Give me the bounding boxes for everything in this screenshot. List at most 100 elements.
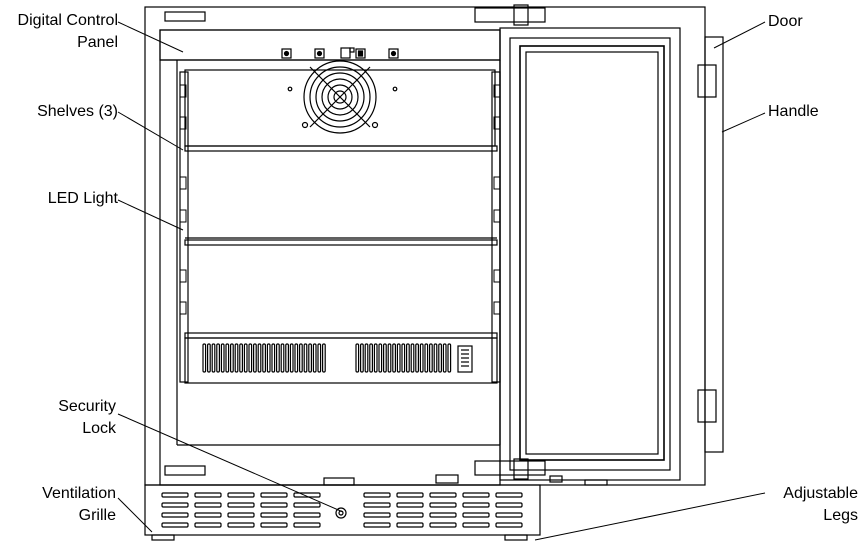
slot	[253, 343, 257, 373]
slot	[355, 343, 360, 373]
slot	[383, 343, 387, 373]
slot	[207, 343, 211, 373]
slot	[227, 522, 255, 528]
slot	[424, 343, 429, 373]
led-light-box	[184, 337, 498, 384]
slot	[161, 502, 189, 508]
slot	[317, 343, 322, 373]
label-ventilation-grille: Ventilation Grille	[0, 483, 116, 527]
label-line: Door	[768, 13, 803, 30]
slot	[429, 343, 433, 373]
label-handle: Handle	[768, 101, 819, 123]
slot	[462, 512, 490, 518]
slot	[234, 343, 239, 373]
slot	[495, 492, 523, 498]
slot	[266, 343, 271, 373]
slot	[462, 522, 490, 528]
slot	[429, 502, 457, 508]
shelf	[184, 145, 498, 152]
slot	[161, 492, 189, 498]
label-door: Door	[768, 11, 803, 33]
slot	[396, 502, 424, 508]
slot	[227, 502, 255, 508]
slot	[462, 492, 490, 498]
slot	[363, 492, 391, 498]
shelves	[184, 145, 498, 339]
label-line: Legs	[823, 507, 858, 524]
leg	[504, 534, 528, 541]
slot	[429, 492, 457, 498]
slot	[211, 343, 216, 373]
shelf-rails	[179, 71, 501, 383]
fan-icon	[287, 60, 398, 134]
label-line: Security	[58, 398, 116, 415]
slot	[227, 492, 255, 498]
leg	[151, 534, 175, 541]
fan-housing	[184, 60, 496, 147]
slot	[410, 343, 415, 373]
slot	[373, 343, 378, 373]
slot	[429, 512, 457, 518]
slot	[260, 512, 288, 518]
slot	[419, 343, 424, 373]
slot	[294, 343, 299, 373]
label-digital-control-panel: Digital Control Panel	[0, 10, 118, 54]
slot	[406, 343, 410, 373]
slot	[387, 343, 392, 373]
slot	[415, 343, 419, 373]
shelf	[184, 239, 498, 246]
slot	[429, 522, 457, 528]
label-adjustable-legs: Adjustable Legs	[766, 483, 858, 527]
slot	[378, 343, 383, 373]
digital-control-panel	[159, 29, 501, 61]
slot	[194, 492, 222, 498]
slot	[161, 522, 189, 528]
slot	[299, 343, 303, 373]
label-line: Grille	[78, 507, 116, 524]
slot	[363, 512, 391, 518]
slot	[262, 343, 266, 373]
label-line: Digital Control	[17, 12, 118, 29]
slot	[433, 343, 438, 373]
slot	[194, 502, 222, 508]
slot	[396, 343, 401, 373]
slot	[260, 492, 288, 498]
slot	[369, 343, 373, 373]
slot	[220, 343, 225, 373]
label-line: Panel	[77, 34, 118, 51]
slot	[360, 343, 364, 373]
slot	[293, 522, 321, 528]
slot	[363, 502, 391, 508]
slot	[392, 343, 396, 373]
slot	[216, 343, 221, 373]
slot	[495, 502, 523, 508]
slot	[257, 343, 262, 373]
slot	[285, 343, 289, 373]
slot	[227, 512, 255, 518]
label-line: Shelves (3)	[37, 103, 118, 120]
slot	[495, 512, 523, 518]
slot	[447, 343, 452, 373]
slot	[243, 343, 248, 373]
ventilation-grille	[144, 477, 541, 541]
shelf	[184, 332, 498, 339]
leader-lines	[117, 21, 766, 541]
led-switch	[457, 345, 473, 373]
slot	[230, 343, 234, 373]
slot	[293, 512, 321, 518]
slot	[396, 492, 424, 498]
slot	[322, 343, 326, 373]
label-line: Lock	[82, 420, 116, 437]
label-line: LED Light	[47, 190, 118, 207]
label-security-lock: Security Lock	[0, 396, 116, 440]
slot	[401, 343, 406, 373]
slot	[308, 343, 312, 373]
slot	[194, 512, 222, 518]
slot	[495, 522, 523, 528]
slot	[442, 343, 447, 373]
slot	[280, 343, 285, 373]
grille-slots	[161, 492, 523, 528]
label-line: Adjustable	[783, 485, 858, 502]
vent-slots	[202, 343, 452, 373]
